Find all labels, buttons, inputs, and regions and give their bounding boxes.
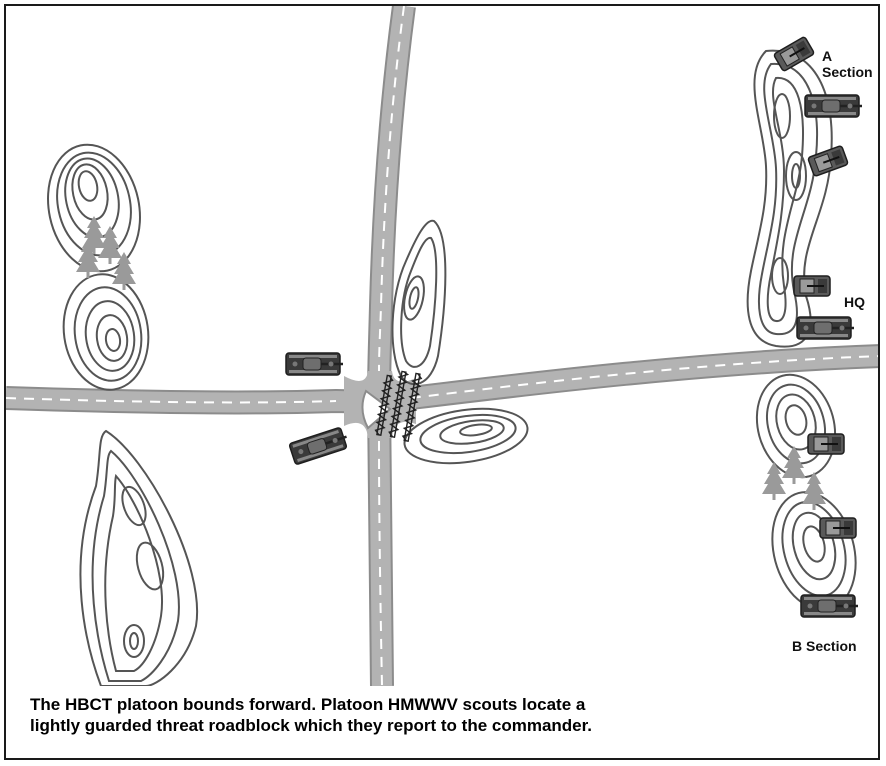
road-network bbox=[6, 6, 880, 686]
tree-icon bbox=[762, 462, 786, 500]
caption-line-1: The HBCT platoon bounds forward. Platoon… bbox=[30, 694, 850, 715]
tactical-map bbox=[6, 6, 880, 686]
hmmwv-icon bbox=[820, 518, 856, 538]
tank-icon bbox=[805, 95, 862, 117]
a-section-label: A Section bbox=[822, 48, 873, 80]
tree-icon bbox=[782, 446, 806, 484]
hmmwv-icon bbox=[808, 145, 849, 176]
hill-center-north bbox=[392, 221, 445, 384]
ridge-southwest bbox=[80, 431, 197, 686]
tank-icon bbox=[286, 353, 343, 375]
b-section-label: B Section bbox=[792, 638, 857, 654]
hmmwv-icon bbox=[794, 276, 830, 296]
tank-icon bbox=[289, 426, 350, 465]
hmmwv-icon bbox=[773, 36, 814, 71]
caption-line-2: lightly guarded threat roadblock which t… bbox=[30, 715, 850, 736]
diagram-frame: A Section HQ B Section The HBCT platoon … bbox=[4, 4, 880, 760]
tank-icon bbox=[797, 317, 854, 339]
hmmwv-icon bbox=[808, 434, 844, 454]
tank-icon bbox=[801, 595, 858, 617]
hill-center-south bbox=[401, 402, 531, 471]
figure-caption: The HBCT platoon bounds forward. Platoon… bbox=[30, 694, 850, 736]
hill-west bbox=[56, 269, 155, 396]
hq-label: HQ bbox=[844, 294, 865, 310]
